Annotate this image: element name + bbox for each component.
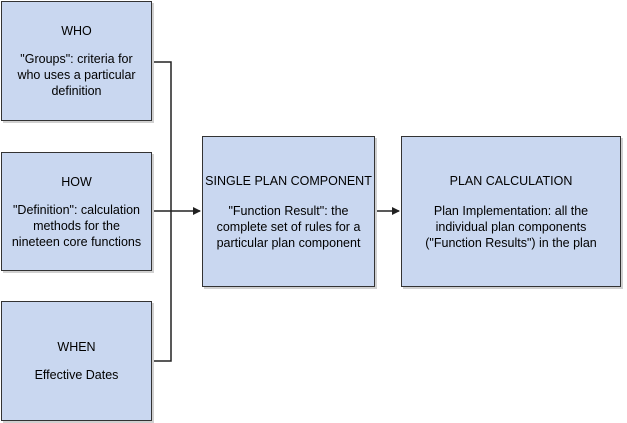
who-box: WHO "Groups": criteria for who uses a pa… <box>1 1 152 121</box>
who-connector <box>152 61 172 211</box>
how-box: HOW "Definition": calculation methods fo… <box>1 152 152 271</box>
when-box: WHEN Effective Dates <box>1 301 152 421</box>
who-title: WHO <box>61 24 92 38</box>
when-connector <box>152 211 172 362</box>
who-description: "Groups": criteria for who uses a partic… <box>17 52 136 98</box>
when-description: Effective Dates <box>34 368 119 382</box>
single-plan-description: "Function Result": the complete set of r… <box>216 203 361 250</box>
plan-calc-title: PLAN CALCULATION <box>449 173 573 188</box>
how-title: HOW <box>61 174 92 189</box>
plan-calc-description: Plan Implementation: all the individual … <box>425 203 597 250</box>
single-plan-title: SINGLE PLAN COMPONENT <box>205 173 372 188</box>
how-description: "Definition": calculation methods for th… <box>11 202 142 249</box>
single-plan-component-box: SINGLE PLAN COMPONENT "Function Result":… <box>202 136 375 287</box>
when-title: WHEN <box>57 340 96 354</box>
plan-calculation-box: PLAN CALCULATION Plan Implementation: al… <box>401 136 621 287</box>
